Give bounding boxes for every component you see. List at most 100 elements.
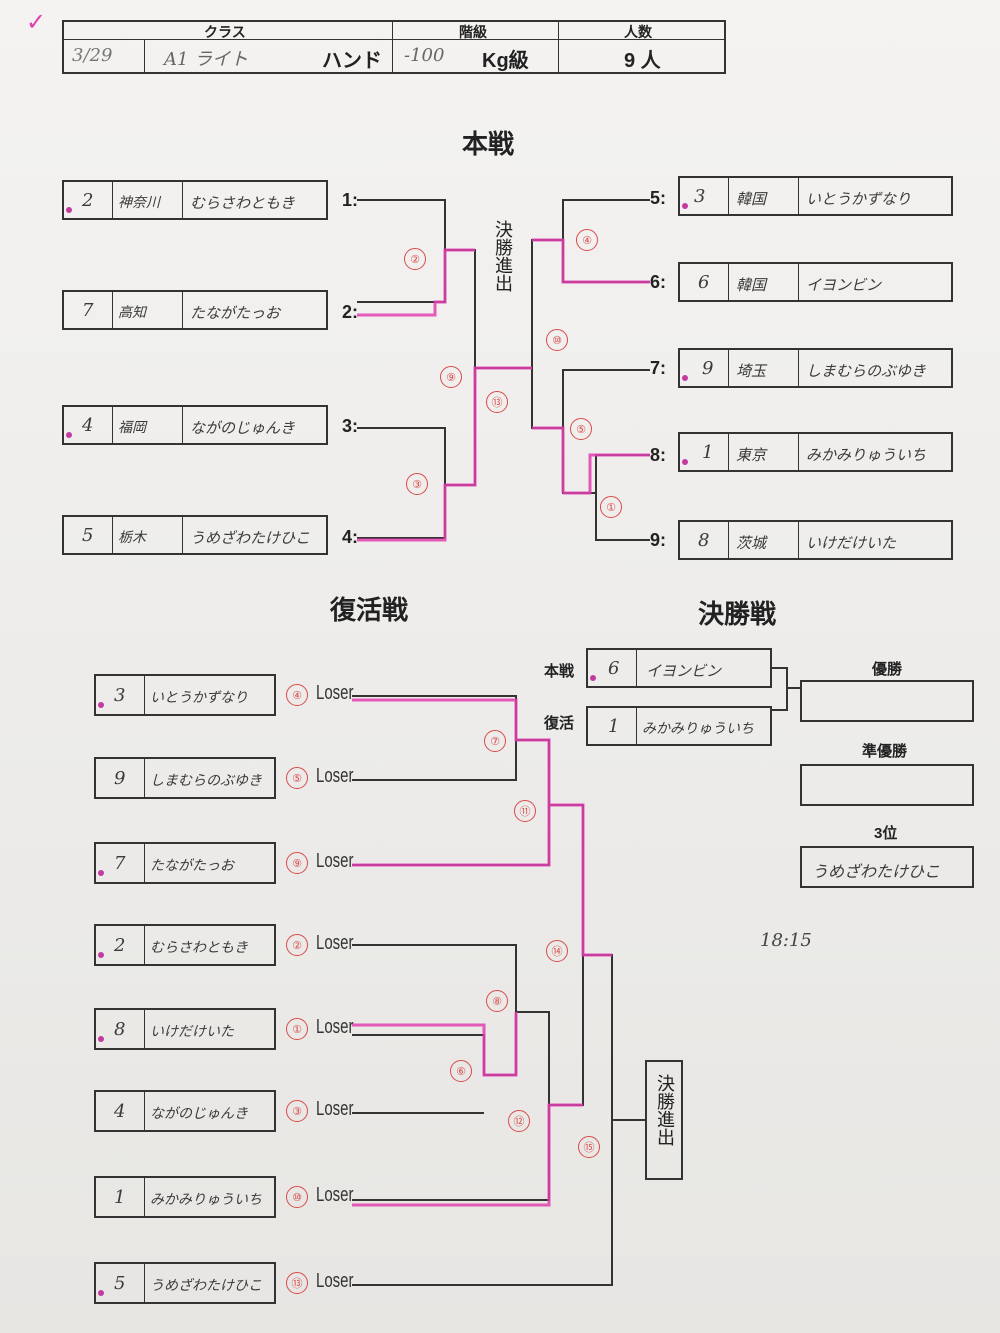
final-title: 決勝戦 [698,599,777,629]
seed: 4 [114,1101,126,1122]
repechage-entry: 9 しまむらのぶゆき [94,757,276,799]
winner-label: 優勝 [872,661,903,678]
loser-label: Loser [316,765,354,787]
seed: 6 [698,272,710,293]
bout-number: ④ [576,229,598,251]
seed: 9 [702,358,714,379]
repechage-title: 復活戦 [330,595,409,625]
athlete-name: むらさわともき [190,194,296,212]
loser-label: Loser [316,1016,354,1038]
repechage-finalist-label: 決勝進出 [655,1074,675,1146]
check-mark-icon: ✓ [26,9,47,36]
athlete-name: ながのじゅんき [190,419,296,437]
header-count: 9 人 [624,50,661,72]
bout-number: ③ [406,473,428,495]
main-right-entry-8: 1 東京 みかみりゅういち [678,432,953,472]
slot-4: 4: [342,527,359,547]
slot-6: 6: [650,272,667,292]
final-main-entry: 6 イヨンビン [586,648,772,688]
bout-number: ⑤ [570,418,592,440]
seed: 1 [114,1187,126,1208]
bout-number: ⑭ [546,940,568,962]
main-left-entry-3: 4 福岡 ながのじゅんき [62,405,328,445]
slot-3: 3: [342,416,359,436]
bout-number: ⑩ [286,1186,308,1208]
repechage-entry: 7 たながたっお [94,842,276,884]
slot-7: 7: [650,358,667,378]
header-weight-unit: Kg級 [482,50,529,72]
third-name: うめざわたけひこ [812,862,941,881]
header-weight: -100 [404,45,445,66]
prefecture: 韓国 [736,190,767,208]
main-right-entry-7: 9 埼玉 しまむらのぶゆき [678,348,953,388]
athlete-name: いけだけいた [806,534,897,552]
header-date: 3/29 [72,45,113,66]
main-title: 本戦 [462,129,515,159]
bout-number: ⑬ [286,1272,308,1294]
seed: 1 [702,442,714,463]
third-box: うめざわたけひこ [800,846,974,888]
bout-number: ⑨ [286,852,308,874]
athlete-name: たながたっお [150,858,234,874]
seed: 8 [698,530,710,551]
athlete-name: イヨンビン [806,276,882,294]
bout-number: ① [286,1018,308,1040]
prefecture: 韓国 [736,276,767,294]
bout-number: ⑪ [514,800,536,822]
prefecture: 福岡 [118,420,146,436]
runner-up-box [800,764,974,806]
header-class: A1 ライト [164,49,249,70]
loser-label: Loser [316,932,354,954]
main-finalist-label: 決勝進出 [493,220,513,292]
slot-2: 2: [342,302,359,322]
bout-number: ① [600,496,622,518]
bout-number: ⑫ [508,1110,530,1132]
loser-label: Loser [316,1098,354,1120]
header-class-label: クラス [204,24,246,40]
prefecture: 栃木 [118,530,146,546]
athlete-name: みかみりゅういち [642,721,754,737]
seed: 9 [114,768,126,789]
loser-label: Loser [316,850,354,872]
slot-9: 9: [650,530,667,550]
seed: 5 [114,1273,126,1294]
bout-number: ③ [286,1100,308,1122]
prefecture: 高知 [118,305,146,321]
athlete-name: いけだけいた [150,1024,234,1040]
main-left-entry-4: 5 栃木 うめざわたけひこ [62,515,328,555]
athlete-name: しまむらのぶゆき [150,773,262,789]
athlete-name: うめざわたけひこ [150,1278,262,1294]
time-note: 18:15 [760,930,812,951]
athlete-name: みかみりゅういち [806,446,927,464]
bout-number: ⑥ [450,1060,472,1082]
prefecture: 東京 [736,446,767,464]
third-label: 3位 [874,825,898,842]
seed: 7 [82,300,94,321]
seed: 4 [82,415,94,436]
header-count-label: 人数 [624,24,652,40]
header-table: クラス 階級 人数 3/29 A1 ライト ハンド -100 Kg級 9 人 [62,20,726,74]
repechage-finalist-box: 決勝進出 [645,1060,683,1180]
bout-number: ⑦ [484,730,506,752]
athlete-name: いとうかずなり [150,690,248,706]
slot-5: 5: [650,188,667,208]
seed: 3 [694,186,706,207]
bout-number: ⑧ [486,990,508,1012]
repechage-entry: 8 いけだけいた [94,1008,276,1050]
athlete-name: うめざわたけひこ [190,529,311,547]
seed: 8 [114,1019,126,1040]
header-grade-label: 階級 [459,24,487,40]
main-right-entry-6: 6 韓国 イヨンビン [678,262,953,302]
seed: 7 [114,853,126,874]
seed: 1 [608,716,620,737]
seed: 2 [82,190,94,211]
seed: 3 [114,685,126,706]
athlete-name: むらさわともき [150,940,248,956]
seed: 6 [608,658,620,679]
repechage-entry: 5 うめざわたけひこ [94,1262,276,1304]
winner-box [800,680,974,722]
loser-label: Loser [316,1184,354,1206]
final-main-label: 本戦 [544,663,575,680]
